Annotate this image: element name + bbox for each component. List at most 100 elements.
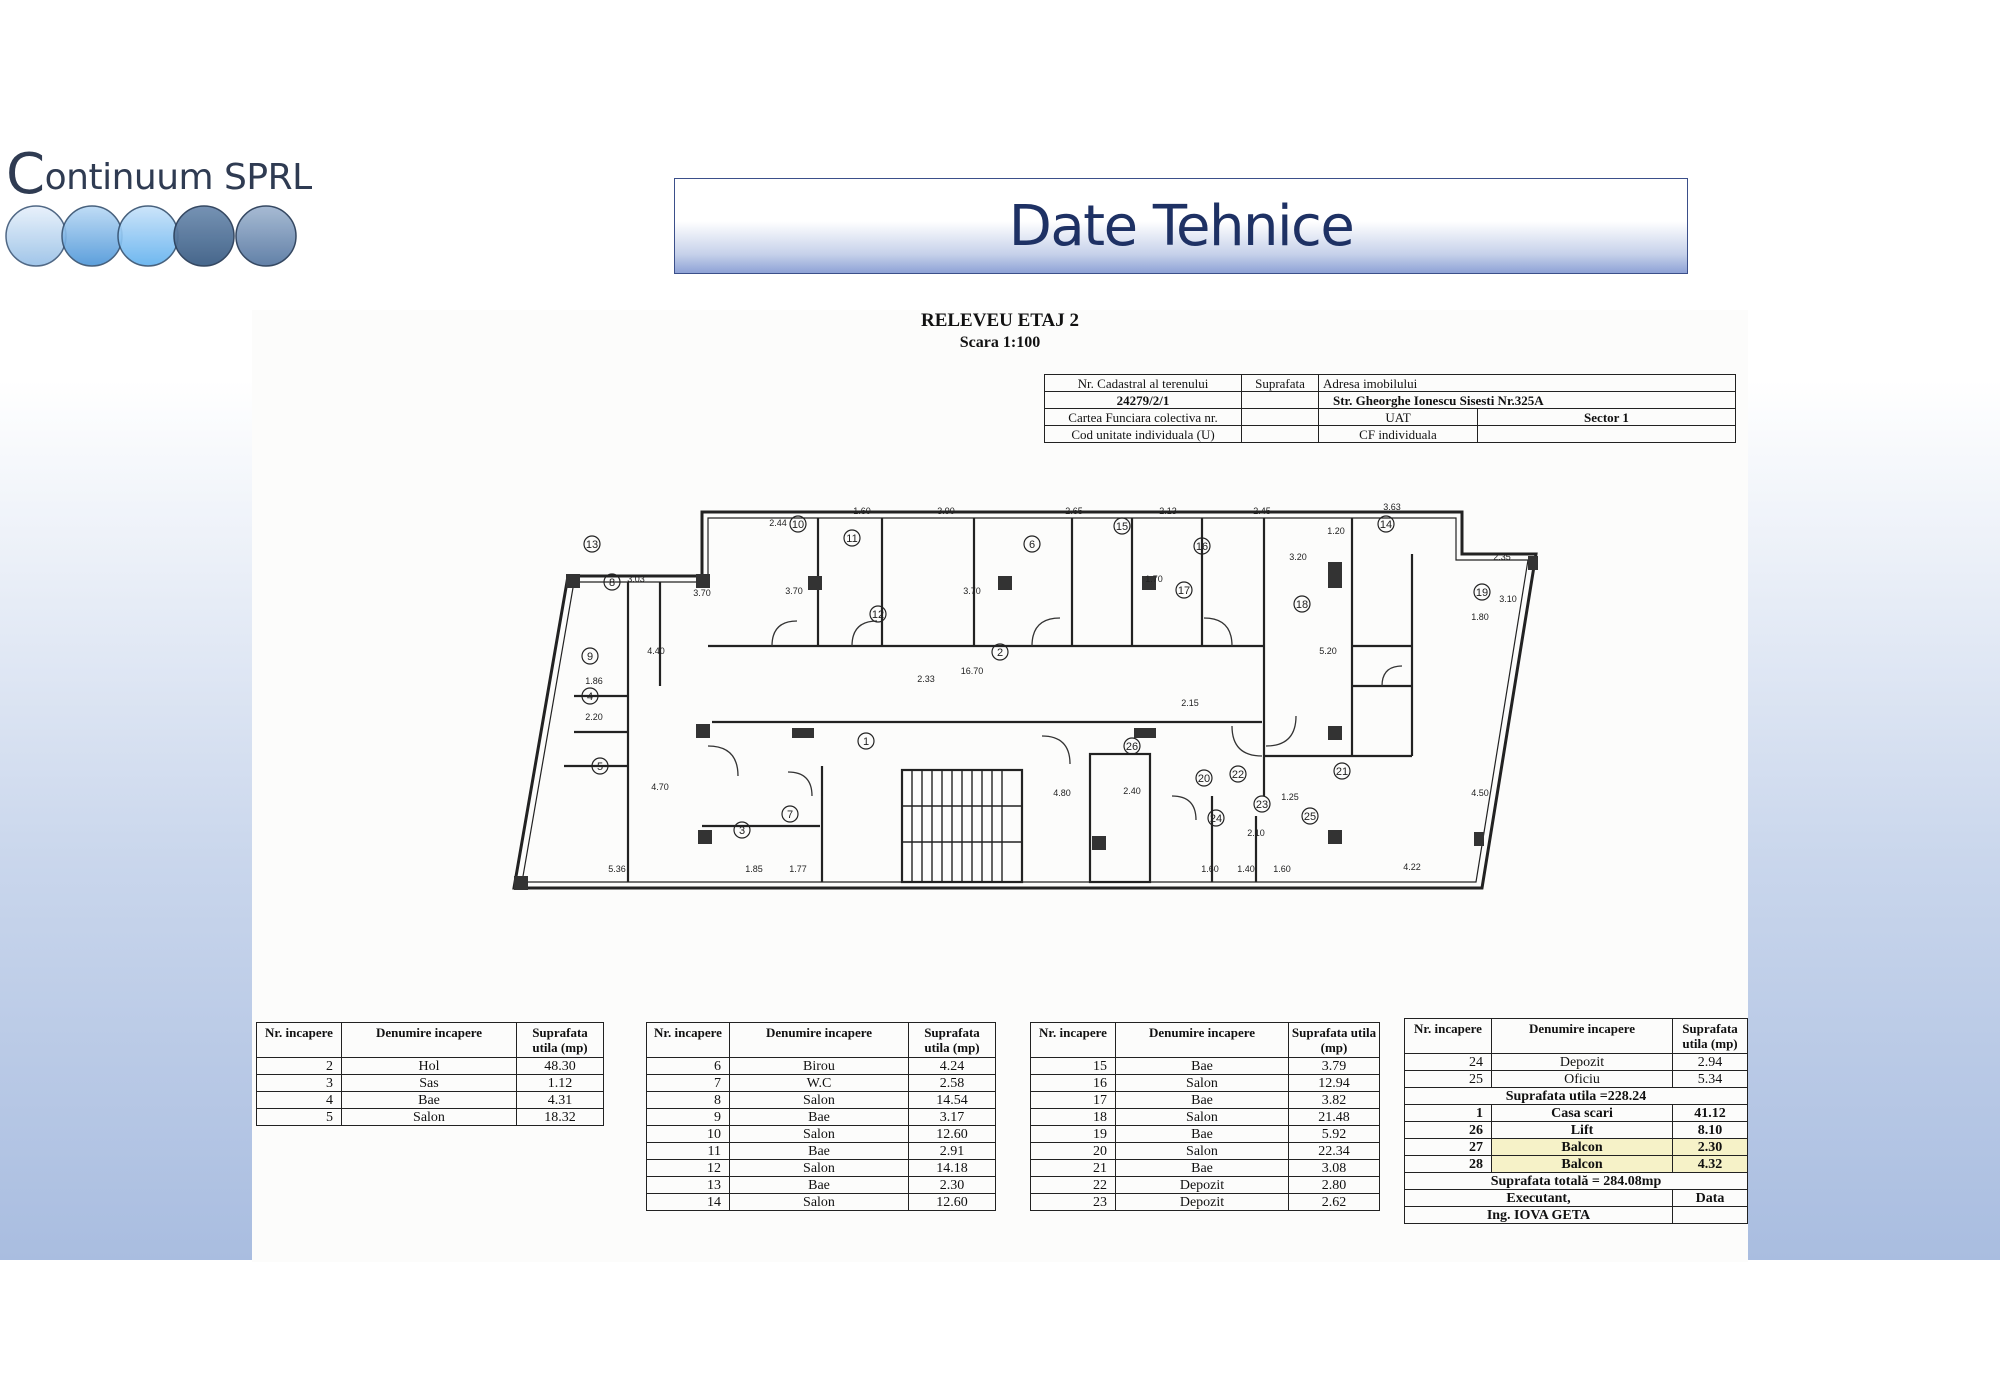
room-number-label: 5 [597,761,603,773]
room-area: 5.92 [1288,1125,1380,1143]
dimension-label: 3.70 [785,586,803,596]
plan-lift [1088,752,1152,884]
total-text: Suprafata totală = 284.08mp [1404,1172,1748,1190]
room-number-label: 11 [846,533,857,545]
room-number: 10 [646,1125,730,1143]
room-number: 4 [256,1091,342,1109]
room-number-label: 18 [1296,599,1308,611]
logo-text: Continuum SPRL [6,138,313,207]
room-table-1: Nr. incapere Denumire incapere Suprafata… [256,1022,604,1126]
dimension-label: 2.40 [1123,786,1141,796]
info-cell: CF individuala [1318,425,1478,443]
dimension-label: 2.15 [1181,698,1199,708]
room-table-header: Nr. incapere Denumire incapere Suprafata… [646,1022,996,1058]
dimension-label: 3.90 [937,506,955,516]
room-number-label: 10 [792,519,804,531]
room-number-label: 23 [1256,799,1268,811]
room-number: 15 [1030,1057,1116,1075]
logo-circle [117,205,179,267]
dimension-label: 2.10 [1247,828,1265,838]
col-den-header: Denumire incapere [341,1022,517,1058]
dimension-label: 5.36 [608,864,626,874]
logo-circles [5,205,297,267]
room-name: Sas [341,1074,517,1092]
room-table-header: Nr. incapere Denumire incapere Suprafata… [256,1022,604,1058]
room-number: 5 [256,1108,342,1126]
room-number-label: 16 [1196,541,1208,553]
room-area: 3.17 [908,1108,996,1126]
plan-pillar [566,574,580,588]
room-number-label: 1 [863,736,869,748]
dimension-label: 2.20 [585,712,603,722]
dimension-label: 3.03 [627,574,645,584]
dimension-label: 3.70 [963,586,981,596]
room-number-label: 4 [587,691,593,703]
dimension-label: 1.86 [585,676,603,686]
room-number-label: 9 [587,651,593,663]
room-area: 18.32 [516,1108,604,1126]
title-banner: Date Tehnice [674,178,1688,274]
col-nr-header: Nr. incapere [256,1022,342,1058]
info-cell [1477,425,1736,443]
room-number: 8 [646,1091,730,1109]
info-cell: UAT [1318,408,1478,426]
room-area: 1.12 [516,1074,604,1092]
room-number-circle [1229,765,1247,783]
room-name: Salon [729,1193,909,1211]
room-table-header: Nr. incapere Denumire incapere Suprafata… [1030,1022,1380,1058]
plan-door [1171,795,1197,821]
room-number: 3 [256,1074,342,1092]
room-name: Salon [729,1159,909,1177]
logo-circle [5,205,67,267]
engineer-name: Ing. IOVA GETA [1404,1206,1673,1224]
room-number-label: 2 [997,647,1003,659]
room-number-circle [1473,583,1491,601]
room-number-label: 25 [1304,811,1316,823]
room-number-circle [1023,535,1041,553]
room-number-label: 19 [1476,587,1488,599]
dimension-label: 1.25 [1281,792,1299,802]
logo-first-letter: C [6,142,45,207]
room-name: Depozit [1115,1193,1289,1211]
info-cell: Sector 1 [1477,408,1736,426]
room-area: 12.60 [908,1193,996,1211]
room-name: W.C [729,1074,909,1092]
room-name: Depozit [1491,1053,1673,1071]
room-number-label: 17 [1178,585,1190,597]
plan-outer-wall [512,510,1538,890]
room-number-circle [781,805,799,823]
dimension-label: 16.70 [961,666,984,676]
signature-cell [1672,1206,1748,1224]
col-den-header: Denumire incapere [1115,1022,1289,1058]
room-name: Salon [729,1125,909,1143]
room-number: 2 [256,1057,342,1075]
room-number: 21 [1030,1159,1116,1177]
room-number: 20 [1030,1142,1116,1160]
room-name: Oficiu [1491,1070,1673,1088]
room-number: 13 [646,1176,730,1194]
plan-pillar [792,728,814,738]
room-name: Bae [1115,1057,1289,1075]
room-name: Salon [729,1091,909,1109]
executant-label: Executant, [1404,1189,1673,1207]
room-area: 2.58 [908,1074,996,1092]
logo-rest: ontinuum SPRL [44,157,313,198]
room-name: Bae [341,1091,517,1109]
room-area: 41.12 [1672,1104,1748,1122]
room-number-label: 7 [787,809,793,821]
